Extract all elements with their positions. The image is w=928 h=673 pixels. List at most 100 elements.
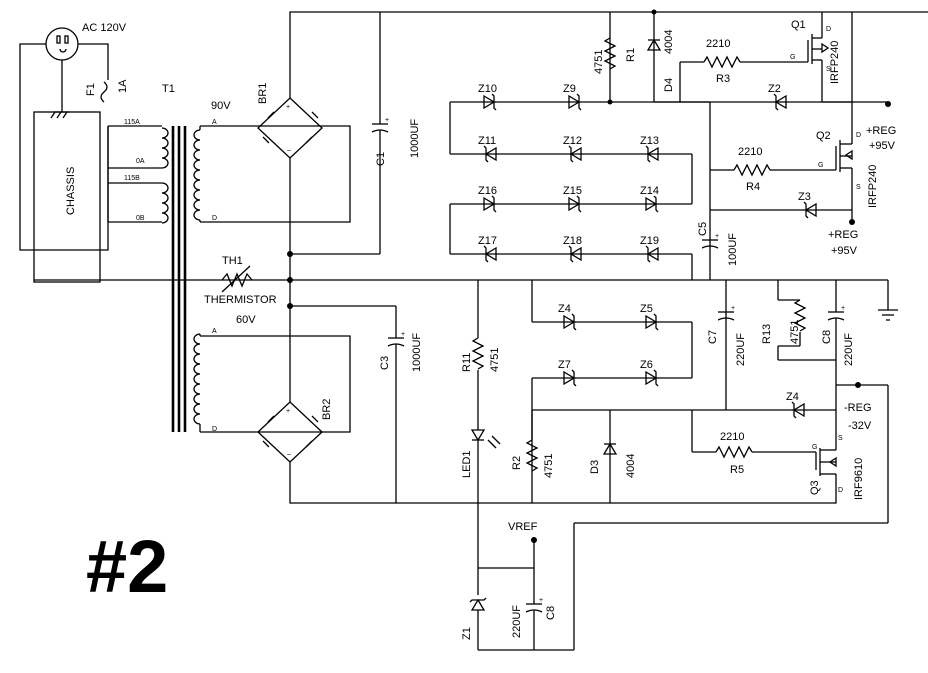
zener-16: Z7 <box>558 359 577 387</box>
fuse-rating: 1A <box>117 79 129 93</box>
zener-label: Z13 <box>640 135 659 147</box>
zener-label: Z10 <box>478 83 497 95</box>
d4-ref: D4 <box>663 78 675 92</box>
zener-label: Z5 <box>640 303 653 315</box>
zener-7: Z15 <box>563 185 582 213</box>
r5-value: 2210 <box>720 431 744 443</box>
ground-bus: TH1 THERMISTOR <box>34 251 898 321</box>
tap-115b: 115B <box>124 175 140 182</box>
br2-label: BR2 <box>321 399 333 420</box>
primary-coil-a <box>161 127 169 169</box>
zener-diode-icon <box>483 196 496 212</box>
c3-plus: + <box>401 331 405 338</box>
ac-label: AC 120V <box>82 22 127 34</box>
bridge-br2: + – BR2 + C3 1000UF <box>200 305 830 504</box>
r4-value: 2210 <box>738 146 762 158</box>
r13-value: 4751 <box>789 320 801 344</box>
c8b-ref: C8 <box>545 606 557 620</box>
c3-ref: C3 <box>379 356 391 370</box>
zener-13: Z3 <box>798 191 817 219</box>
zener-6: Z16 <box>478 185 497 213</box>
c8b-value: 220UF <box>511 605 523 638</box>
zener-label: Z2 <box>768 83 781 95</box>
z1-icon <box>470 598 486 611</box>
c8a-plus: + <box>841 305 845 312</box>
c1-ref: C1 <box>375 152 387 166</box>
sec2-voltage: 60V <box>236 314 256 326</box>
zener-3: Z11 <box>478 135 497 163</box>
zener-label: Z17 <box>478 235 497 247</box>
ac-input: AC 120V F1 1A CHASSIS <box>19 22 129 283</box>
q3-ref: Q3 <box>809 480 821 495</box>
q1-pin-s: S <box>826 66 831 73</box>
q3-arrow <box>828 456 837 468</box>
vref-section: R11 4751 LED1 VREF + 220UF C8 <box>461 280 574 651</box>
r13-ref: R13 <box>761 324 773 344</box>
d3-ref: D3 <box>589 460 601 474</box>
zener-diode-icon <box>568 196 581 212</box>
fuse-icon <box>100 81 108 103</box>
q2-pin-d: D <box>856 132 861 139</box>
regulator-q1: 4751 R1 4004 D4 2210 R3 Q1 D G S IRFP240… <box>593 9 896 152</box>
zener-18: Z4 <box>786 391 805 419</box>
br1-plus: + <box>286 104 290 111</box>
thermistor-ref: TH1 <box>222 255 243 267</box>
zener-label: Z12 <box>563 135 582 147</box>
q3-part: IRF9610 <box>853 458 865 500</box>
zener-label: Z15 <box>563 185 582 197</box>
c5-value: 100UF <box>727 233 739 266</box>
zener-label: Z4 <box>558 303 571 315</box>
chassis-label: CHASSIS <box>65 167 77 215</box>
zener-diode-icon <box>563 370 576 386</box>
d4-value: 4004 <box>663 30 675 54</box>
q2-ref: Q2 <box>816 130 831 142</box>
led-ref: LED1 <box>461 450 473 478</box>
r2-ref: R2 <box>511 456 523 470</box>
r3-value: 2210 <box>706 38 730 50</box>
zener-1: Z10 <box>478 83 497 111</box>
page-number: #2 <box>86 525 168 608</box>
d4-icon <box>646 38 662 51</box>
c8b-plus: + <box>539 597 543 604</box>
zener-9: Z17 <box>478 235 497 263</box>
c7-ref: C7 <box>707 330 719 344</box>
br1-label: BR1 <box>257 83 269 104</box>
zener-15: Z5 <box>640 303 659 331</box>
reg2-label-b: +95V <box>831 245 858 257</box>
c5-ref: C5 <box>697 222 709 236</box>
c7-plus: + <box>731 305 735 312</box>
zener-diode-icon <box>645 314 658 330</box>
q1-pin-g: G <box>790 54 795 61</box>
transformer-label: T1 <box>162 83 175 95</box>
zener-diode-icon <box>645 196 658 212</box>
secondary-coil-60v <box>193 333 201 425</box>
q2-pin-g: G <box>818 162 823 169</box>
q2-pin-s: S <box>856 184 861 191</box>
zener-label: Z9 <box>563 83 576 95</box>
zener-diode-icon <box>484 246 497 262</box>
neg-label-a: -REG <box>844 402 872 414</box>
c8a-ref: C8 <box>821 330 833 344</box>
zener-diode-icon <box>645 370 658 386</box>
negative-regulator: R2 4751 D3 4004 + C7 220UF R13 4751 + C8… <box>511 280 889 650</box>
sec1-pin-a: A <box>212 119 217 126</box>
sec1-pin-d: D <box>212 215 217 222</box>
zener-label: Z1 <box>461 627 473 640</box>
q1-ref: Q1 <box>791 19 806 31</box>
zener-4: Z12 <box>563 135 582 163</box>
zener-label: Z18 <box>563 235 582 247</box>
transformer-t1: T1 115A 0A 115B 0B 90V A D 60V A D <box>108 83 256 433</box>
vref-label: VREF <box>508 521 538 533</box>
r1-ref: R1 <box>625 48 637 62</box>
q2-arrow <box>844 149 853 161</box>
sec2-pin-a: A <box>212 328 217 335</box>
zener-diode-icon <box>804 202 817 218</box>
zener-5: Z13 <box>640 135 659 163</box>
zener-diode-icon <box>792 402 805 418</box>
br2-minus: – <box>287 451 291 458</box>
zener-diode-icon <box>483 94 496 110</box>
r2-value: 4751 <box>543 454 555 478</box>
r1-value: 4751 <box>593 50 605 74</box>
bridge-br1: + – BR1 + C1 1000UF <box>200 11 928 255</box>
